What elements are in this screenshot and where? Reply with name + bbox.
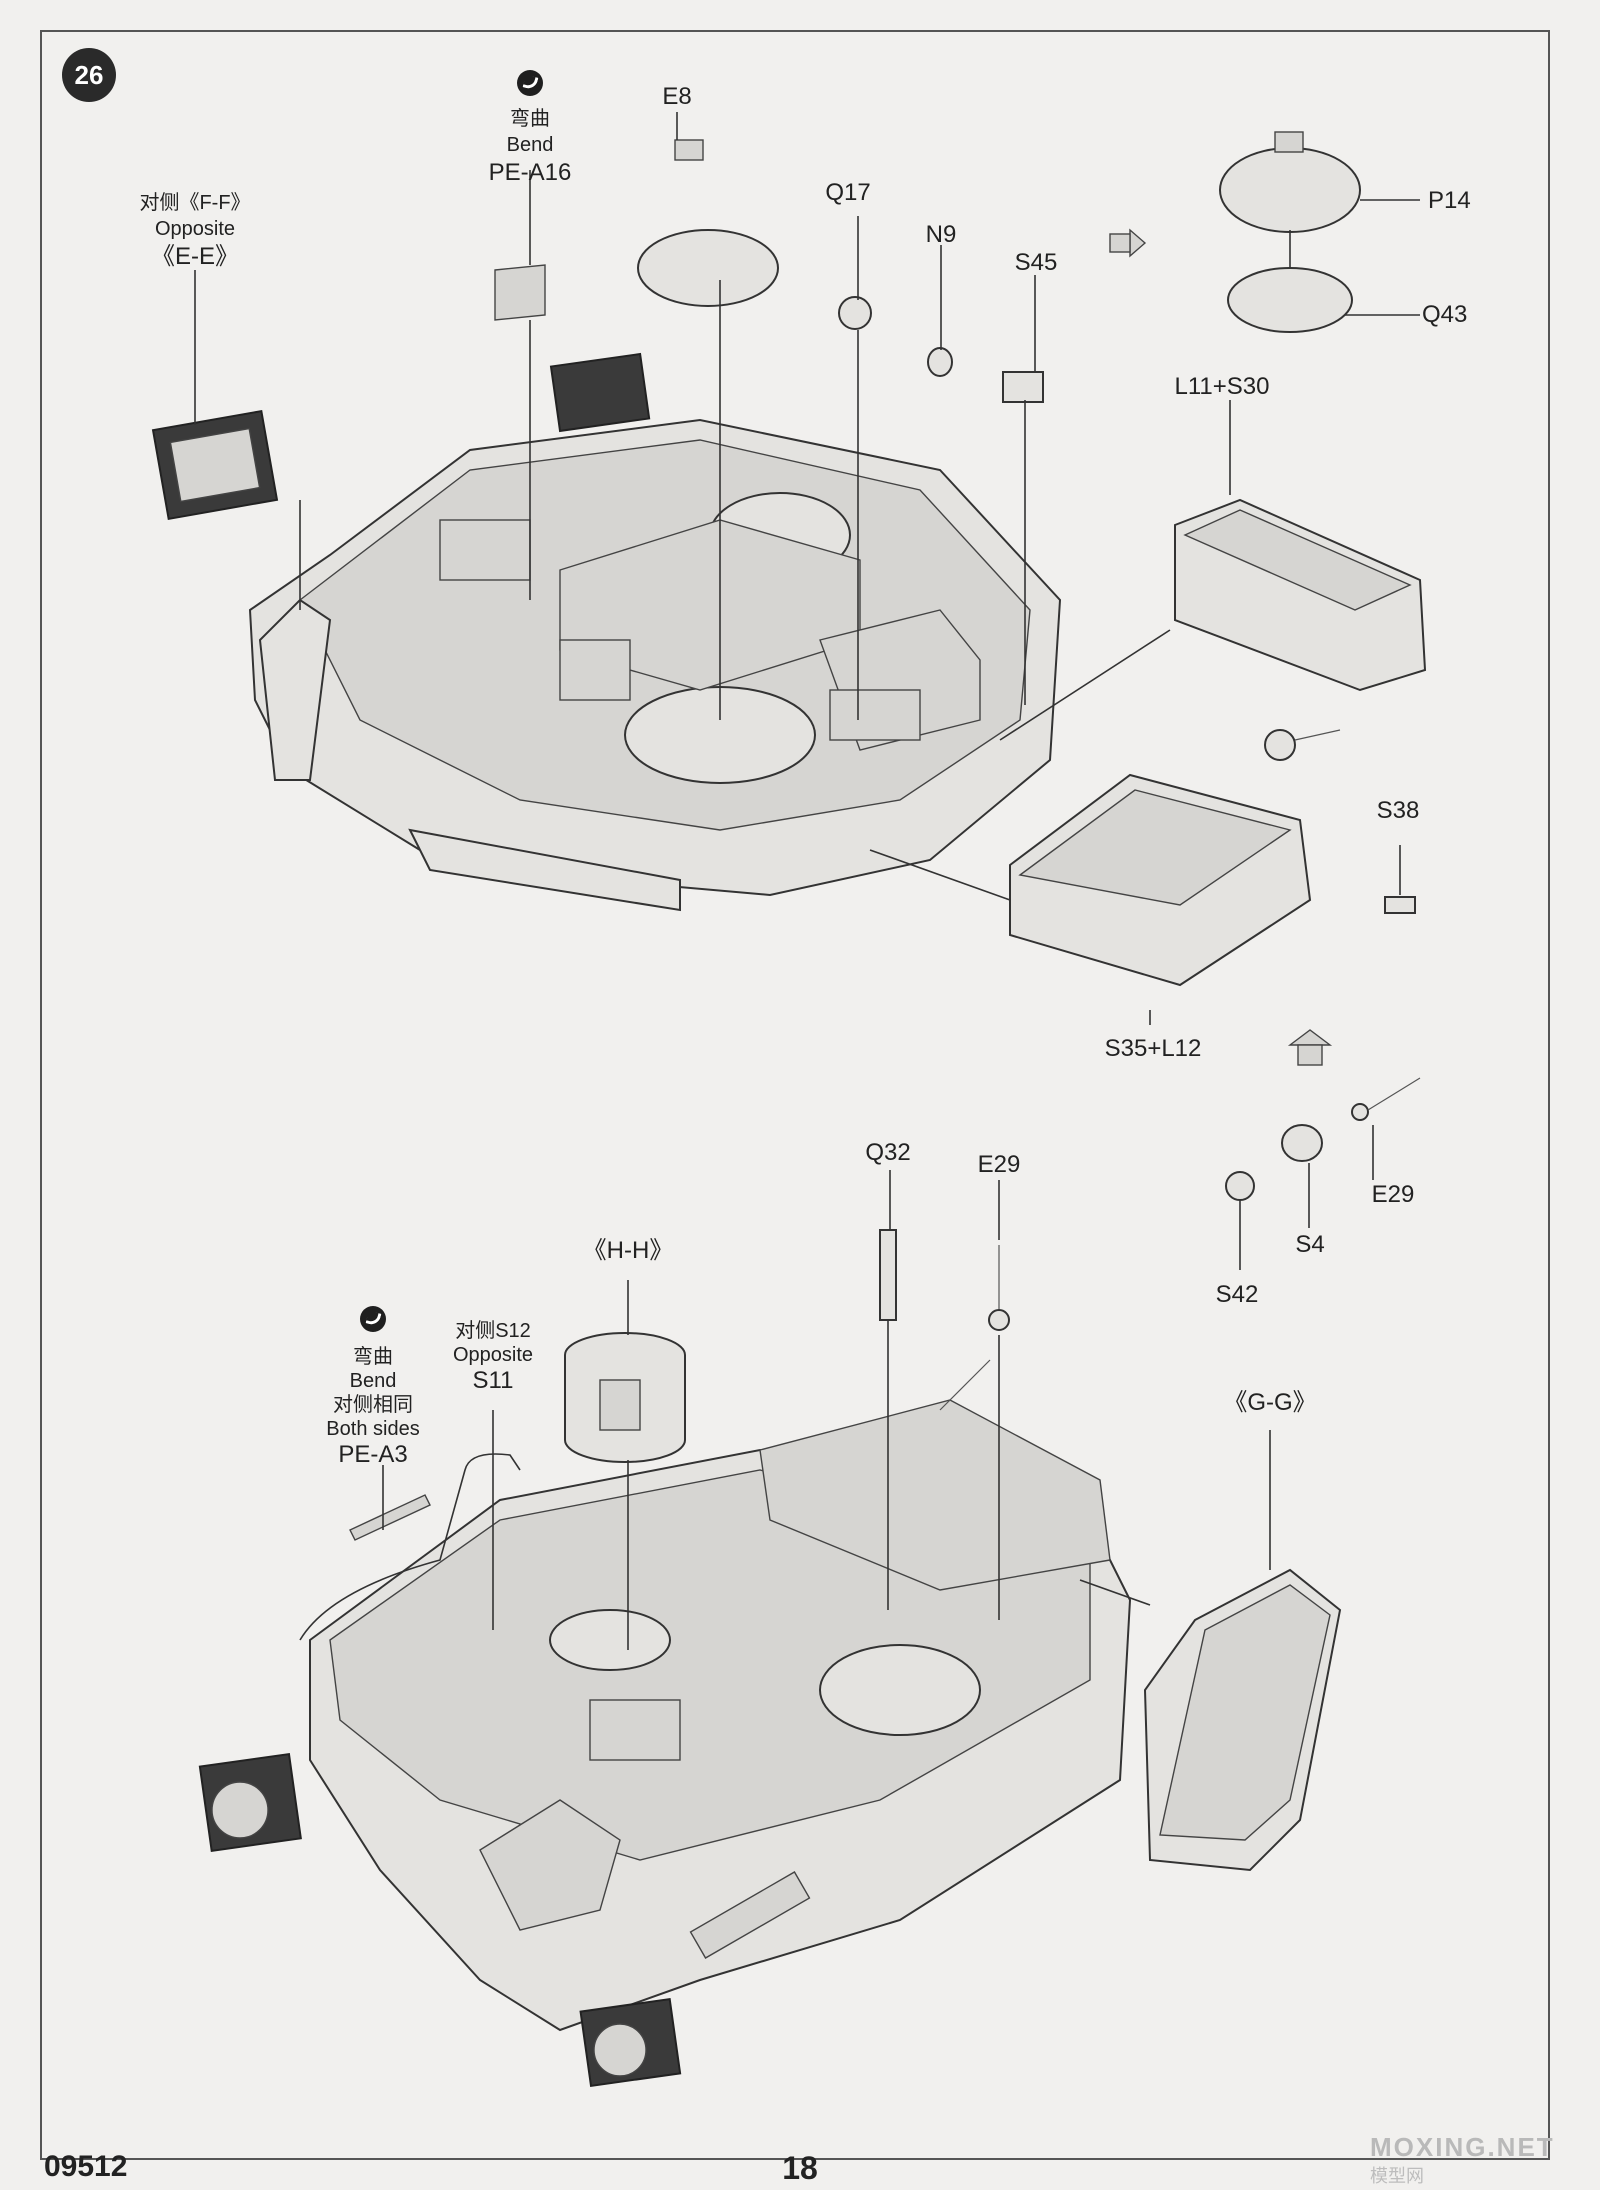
bend-label: Bend: [506, 134, 554, 156]
both-sides-label: Both sides: [326, 1418, 420, 1440]
part-s4-label: S4: [1295, 1231, 1325, 1258]
both-sides-zh-label: 对侧相同: [333, 1394, 413, 1416]
part-s45-label: S45: [1014, 249, 1058, 276]
part-e29-label: E29: [977, 1151, 1021, 1178]
bend-zh-label-lower: 弯曲: [353, 1346, 393, 1368]
gg-ref-label: 《G-G》: [1223, 1389, 1317, 1416]
part-e29-label-right: E29: [1371, 1181, 1415, 1208]
s11-ref-label: S11: [472, 1367, 514, 1394]
part-q17-label: Q17: [825, 179, 871, 206]
pe-a16-label: PE-A16: [488, 159, 572, 186]
upper-turret-drawing: [151, 131, 1427, 987]
part-s38-label: S38: [1376, 797, 1420, 824]
pe-a3-label: PE-A3: [338, 1441, 408, 1468]
part-q32-label: Q32: [865, 1139, 911, 1166]
bend-icon: [517, 70, 543, 96]
bend-zh-label: 弯曲: [510, 108, 550, 130]
bend-label-lower: Bend: [349, 1370, 397, 1392]
page-number: 18: [782, 2150, 818, 2186]
part-p14-label: P14: [1428, 187, 1471, 214]
kit-code: 09512: [44, 2150, 128, 2183]
opposite-ff-zh-label: 对侧《F-F》: [139, 192, 251, 214]
part-s35-l12-label: S35+L12: [1104, 1035, 1202, 1062]
lower-leader-lines: [382, 1125, 1374, 1650]
part-l11-s30-label: L11+S30: [1174, 373, 1270, 400]
lower-turret-drawing: [198, 1077, 1421, 2088]
part-q43-label: Q43: [1422, 301, 1468, 328]
ee-ref-label: 《E-E》: [150, 243, 240, 270]
part-e8-label: E8: [662, 83, 692, 110]
opposite-label: Opposite: [154, 218, 236, 240]
watermark-sub: 模型网: [1370, 2166, 1424, 2186]
upper-leader-lines: [194, 112, 1420, 1025]
opposite-s12-zh-label: 对侧S12: [455, 1320, 531, 1342]
bend-icon-lower: [360, 1306, 386, 1332]
watermark-logo: MOXING.NET: [1370, 2132, 1555, 2162]
part-n9-label: N9: [925, 221, 957, 248]
direction-arrows: [1109, 228, 1333, 1066]
step-number-badge: 26: [62, 48, 116, 102]
hh-ref-label: 《H-H》: [582, 1237, 674, 1264]
part-s42-label: S42: [1215, 1281, 1259, 1308]
page-frame: [40, 30, 1550, 2160]
opposite-label-lower: Opposite: [452, 1344, 534, 1366]
